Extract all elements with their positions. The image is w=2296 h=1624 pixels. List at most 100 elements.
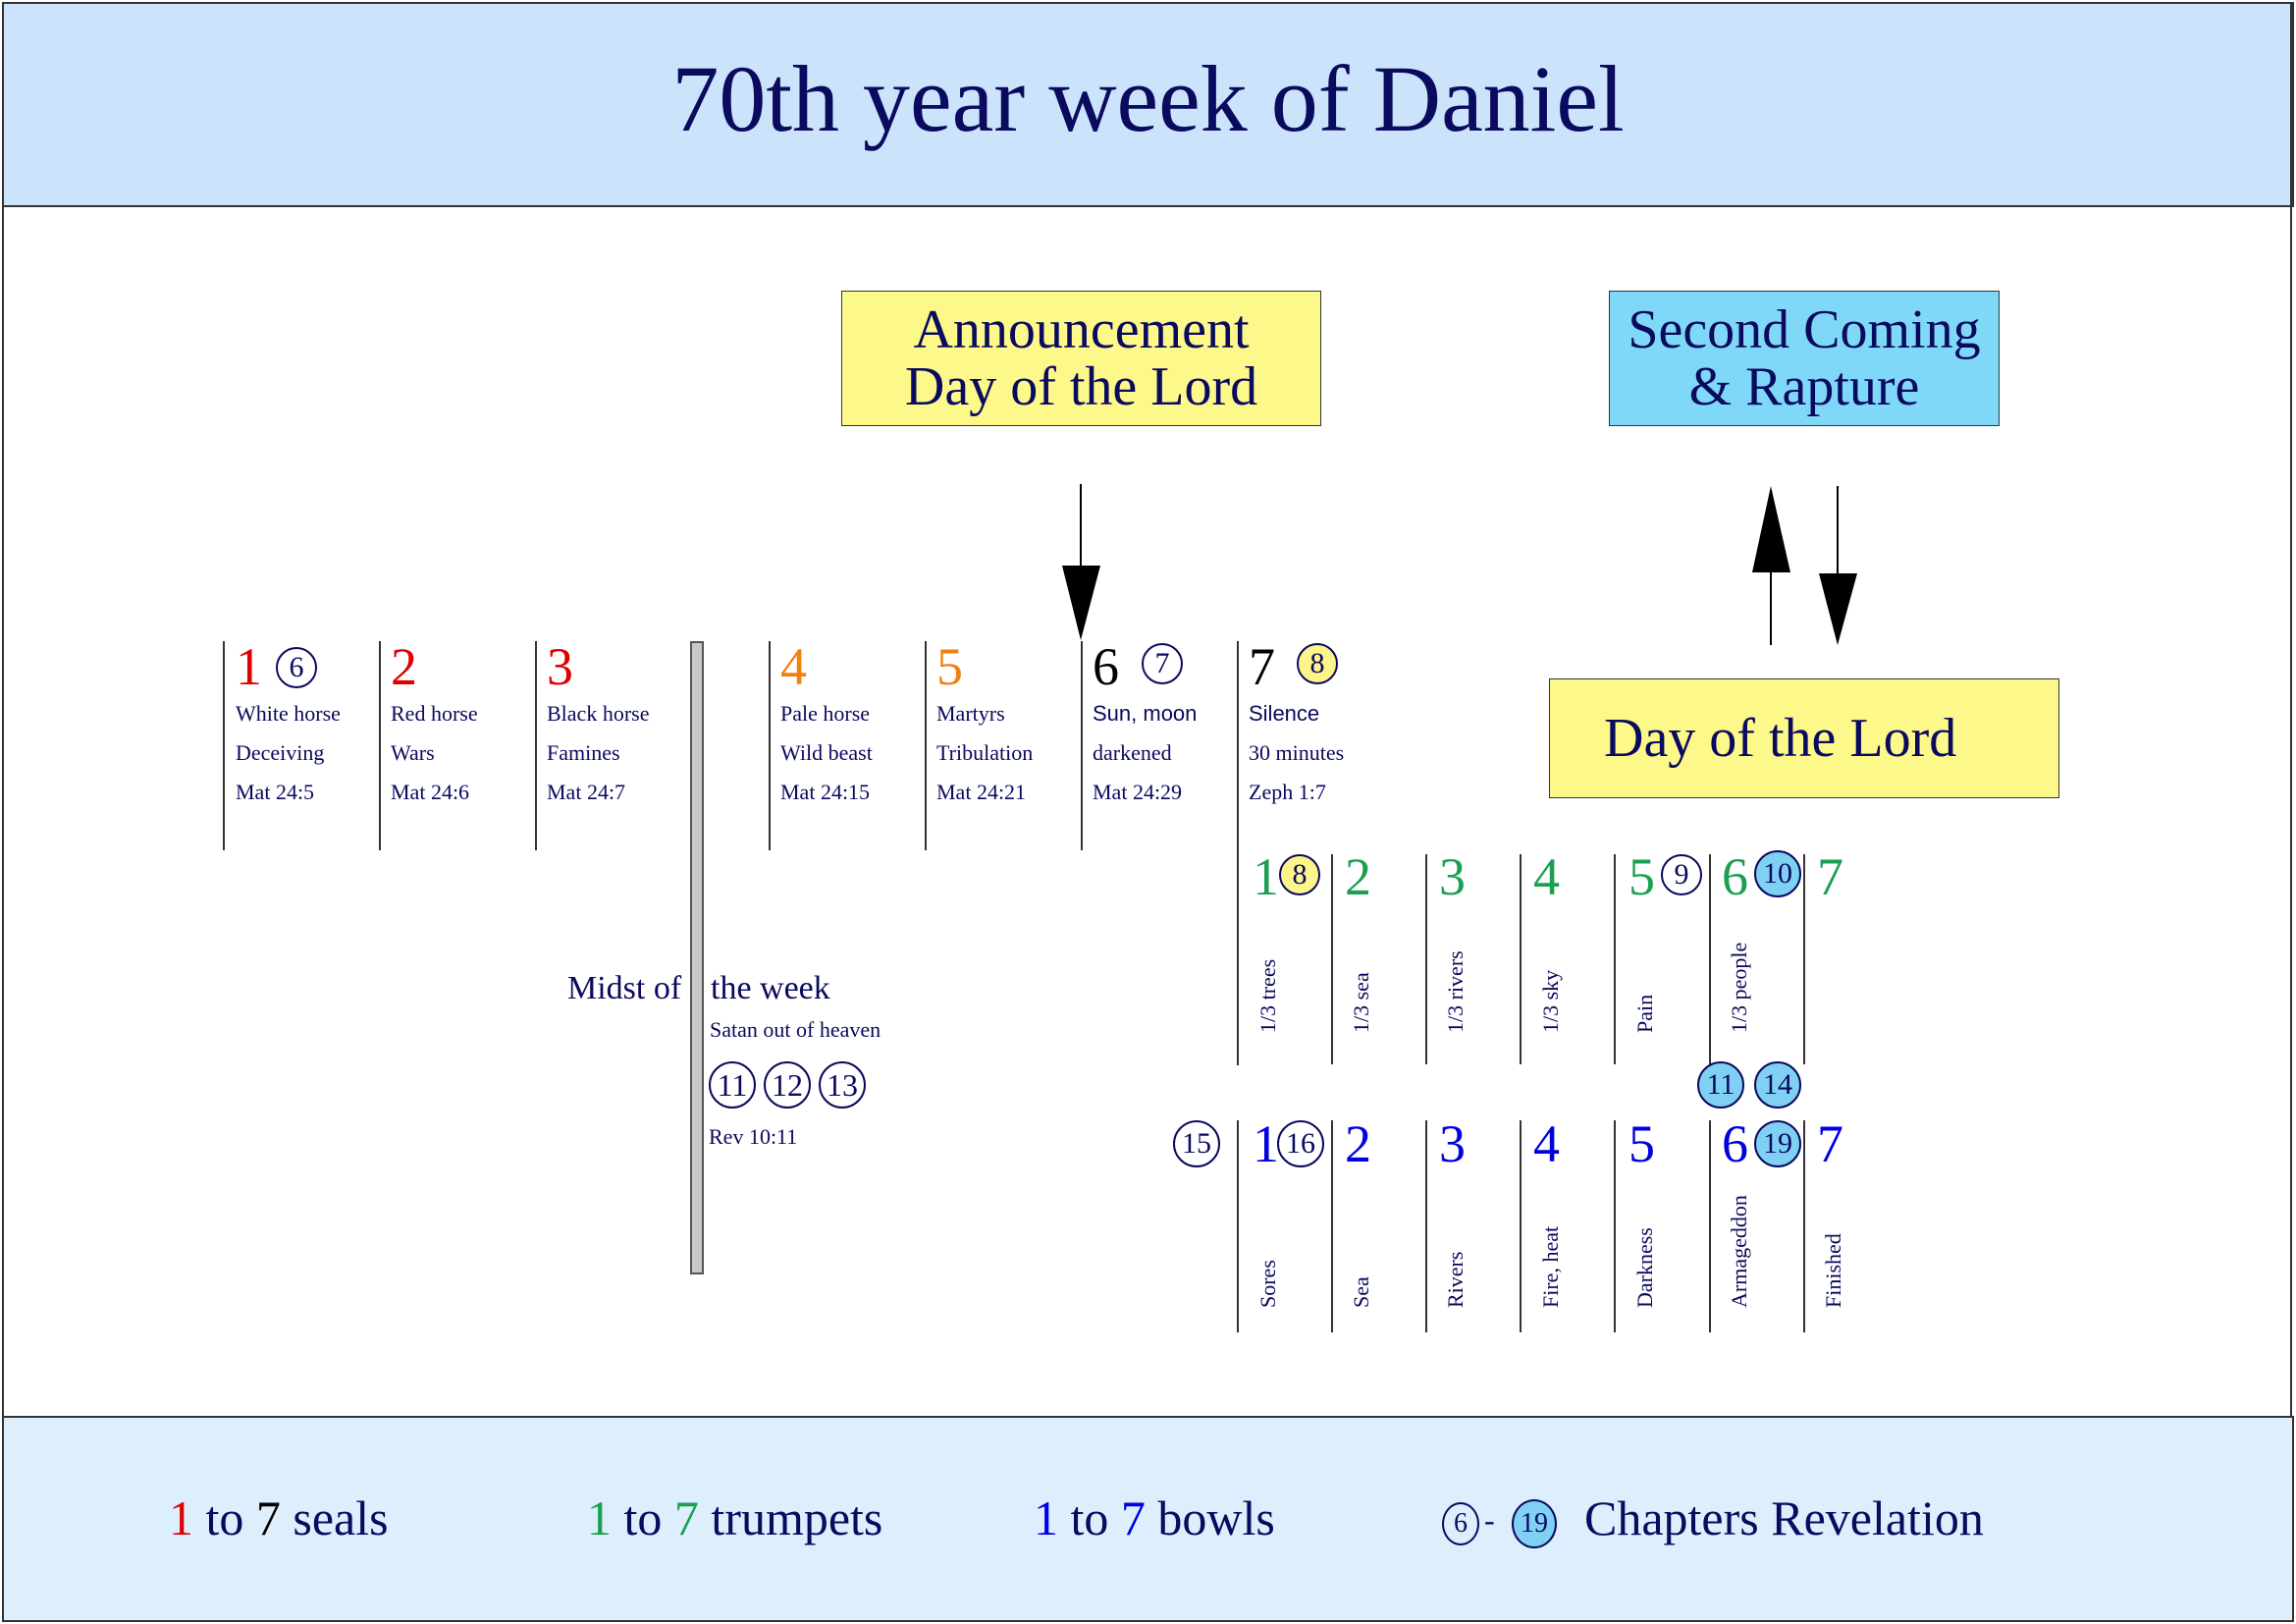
bowl-label: Sores <box>1255 1260 1280 1308</box>
announcement-line2: Day of the Lord <box>904 356 1258 417</box>
chapter-circle: 6 <box>276 647 317 688</box>
chapter-circle: 8 <box>1297 643 1338 684</box>
legend-label: seals <box>293 1490 389 1545</box>
bowl-divider <box>1803 1120 1805 1332</box>
bowl-number: 7 <box>1817 1114 1843 1173</box>
chapter-circle: 14 <box>1754 1061 1801 1109</box>
trumpet-number: 1 <box>1253 847 1279 906</box>
trumpet-number: 5 <box>1629 847 1655 906</box>
legend-label: bowls <box>1157 1490 1275 1545</box>
seal-divider <box>769 641 771 850</box>
seal-number: 1 <box>236 637 262 696</box>
seal-ref: Zeph 1:7 <box>1249 780 1326 804</box>
legend-from: 1 <box>1034 1490 1058 1545</box>
bowl-number: 3 <box>1439 1114 1466 1173</box>
legend-from: 1 <box>587 1490 612 1545</box>
seal-divider <box>1237 641 1239 1065</box>
chapter-circle: 11 <box>709 1061 756 1109</box>
trumpet-divider <box>1614 854 1616 1064</box>
chapter-circle: 13 <box>819 1061 866 1109</box>
chapter-circle: 19 <box>1754 1120 1801 1167</box>
seal-ref: Mat 24:7 <box>547 780 626 804</box>
seal-line2: Tribulation <box>936 740 1034 765</box>
midst-ref: Rev 10:11 <box>709 1124 798 1149</box>
chapter-circle: 19 <box>1512 1499 1557 1548</box>
trumpet-divider <box>1803 854 1805 1064</box>
bowl-divider <box>1709 1120 1711 1332</box>
bowl-label: Darkness <box>1632 1227 1657 1308</box>
trumpet-divider <box>1709 854 1711 1064</box>
trumpet-number: 7 <box>1817 847 1843 906</box>
bowl-number: 6 <box>1722 1114 1748 1173</box>
arrow-up-rapture-icon <box>1752 486 1790 645</box>
chapter-circle: 16 <box>1277 1120 1324 1167</box>
trumpet-divider <box>1520 854 1522 1064</box>
bowl-number: 5 <box>1629 1114 1655 1173</box>
satan-out-of-heaven: Satan out of heaven <box>710 1017 881 1042</box>
seal-line2: Deceiving <box>236 740 325 765</box>
chapter-circle: 8 <box>1279 854 1320 895</box>
bowl-divider <box>1237 1120 1239 1332</box>
seal-divider <box>1081 641 1083 850</box>
seal-number: 4 <box>780 637 807 696</box>
seal-divider <box>223 641 225 850</box>
seal-divider <box>379 641 381 850</box>
page-title: 70th year week of Daniel <box>671 46 1625 151</box>
bowl-divider <box>1614 1120 1616 1332</box>
seal-ref: Mat 24:29 <box>1093 780 1183 804</box>
seal-number: 6 <box>1093 637 1119 696</box>
bowl-number: 4 <box>1533 1114 1560 1173</box>
seal-number: 2 <box>391 637 417 696</box>
trumpet-number: 6 <box>1722 847 1748 906</box>
day-of-lord-box: Day of the Lord <box>1549 678 2059 798</box>
seal-line1: Black horse <box>547 701 650 726</box>
seal-line1: Silence <box>1249 701 1320 726</box>
midst-label-right: the week <box>711 970 830 1006</box>
legend-from: 1 <box>169 1490 193 1545</box>
seal-divider <box>925 641 927 850</box>
seal-ref: Mat 24:15 <box>780 780 871 804</box>
chapter-circle: 7 <box>1142 643 1183 684</box>
trumpet-divider <box>1425 854 1427 1064</box>
second-coming-line2: & Rapture <box>1688 356 1920 417</box>
legend-label: trumpets <box>711 1490 883 1545</box>
legend-bowls: 1 to 7 bowls <box>1034 1490 1275 1545</box>
trumpet-label: 1/3 rivers <box>1443 950 1468 1033</box>
bowl-label: Rivers <box>1443 1251 1468 1308</box>
bowl-number: 1 <box>1253 1114 1279 1173</box>
seal-line2: 30 minutes <box>1249 740 1345 765</box>
bowl-divider <box>1425 1120 1427 1332</box>
seal-ref: Mat 24:5 <box>236 780 315 804</box>
legend-dash: - <box>1484 1502 1495 1538</box>
legend-trumpets: 1 to 7 trumpets <box>587 1490 882 1545</box>
trumpet-label: 1/3 sea <box>1349 972 1373 1033</box>
midst-of-week-divider <box>690 641 704 1274</box>
day-of-lord-label: Day of the Lord <box>1604 708 1957 769</box>
legend-to: 7 <box>255 1490 281 1545</box>
bowl-divider <box>1520 1120 1522 1332</box>
bowl-label: Fire, heat <box>1538 1225 1563 1308</box>
seal-line2: darkened <box>1093 740 1172 765</box>
seal-divider <box>535 641 537 850</box>
trumpet-number: 2 <box>1345 847 1371 906</box>
seal-line1: Martyrs <box>936 701 1005 726</box>
legend-to: 7 <box>673 1490 699 1545</box>
seal-ref: Mat 24:21 <box>936 780 1027 804</box>
legend-to: 7 <box>1120 1490 1146 1545</box>
seal-number: 3 <box>547 637 573 696</box>
chapter-circle: 11 <box>1697 1061 1744 1109</box>
second-coming-box: Second Coming& Rapture <box>1609 291 2000 426</box>
arrow-down-announcement-icon <box>1062 484 1100 640</box>
bowl-label: Sea <box>1349 1276 1373 1308</box>
bowl-label: Finished <box>1821 1233 1845 1308</box>
arrow-down-second-coming-icon <box>1819 486 1857 645</box>
legend-to-word: to <box>1070 1490 1109 1545</box>
chapter-circle: 15 <box>1173 1120 1220 1167</box>
seal-number: 7 <box>1249 637 1275 696</box>
chapter-circle: 6 <box>1442 1502 1479 1545</box>
seal-ref: Mat 24:6 <box>391 780 470 804</box>
seal-number: 5 <box>936 637 963 696</box>
legend-to-word: to <box>205 1490 244 1545</box>
